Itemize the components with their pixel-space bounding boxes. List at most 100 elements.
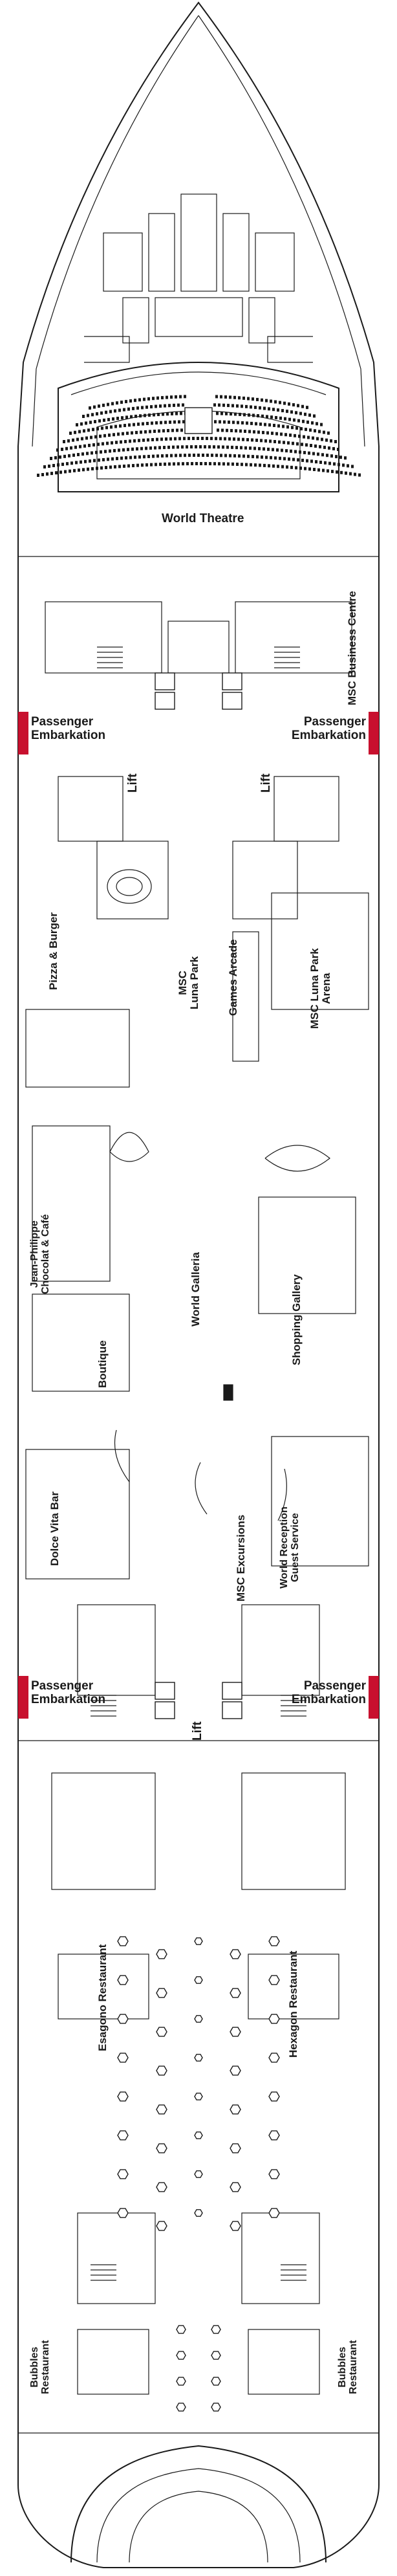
theatre-seat: [237, 421, 239, 424]
theatre-seat: [184, 454, 186, 457]
theatre-seat: [101, 426, 103, 430]
theatre-seat: [138, 398, 141, 402]
theatre-seat: [243, 413, 246, 417]
theatre-seat: [142, 438, 145, 442]
theatre-seat: [170, 454, 173, 457]
passenger-embarkation-starboard-fore: Passenger Embarkation: [292, 712, 379, 754]
theatre-seat: [290, 449, 292, 453]
theatre-seat: [238, 454, 241, 458]
theatre-seat: [295, 411, 297, 415]
theatre-seat: [308, 451, 310, 455]
theatre-seat: [220, 412, 223, 415]
theatre-seat: [231, 445, 233, 449]
theatre-seat: [102, 442, 104, 446]
theatre-seat: [174, 437, 177, 441]
dining-table: [211, 2351, 221, 2360]
theatre-seat: [74, 445, 77, 449]
theatre-seat: [173, 420, 176, 424]
theatre-seat: [74, 430, 76, 434]
theatre-seat: [103, 434, 106, 437]
theatre-seat: [299, 450, 301, 454]
dining-table: [268, 2053, 280, 2063]
theatre-seat: [236, 462, 239, 466]
theatre-seat: [298, 434, 301, 438]
theatre-seat: [239, 429, 242, 433]
theatre-seat: [86, 452, 89, 456]
theatre-seat: [98, 458, 100, 462]
dining-table: [230, 2104, 241, 2115]
theatre-seat: [166, 454, 168, 457]
dining-table: [230, 2182, 241, 2192]
theatre-seat: [227, 404, 230, 408]
theatre-seat: [116, 401, 118, 405]
dining-table: [156, 2027, 167, 2037]
theatre-seat: [253, 446, 256, 450]
theatre-seat: [292, 441, 294, 445]
theatre-seat: [113, 433, 115, 437]
theatre-seat: [252, 397, 254, 401]
theatre-seat: [164, 404, 166, 408]
dining-table: [194, 2015, 203, 2023]
theatre-seat: [140, 430, 142, 434]
dining-table: [117, 1975, 129, 1985]
theatre-seat: [217, 445, 220, 449]
theatre-seat: [317, 452, 319, 456]
theatre-seat: [281, 448, 283, 452]
msc-luna-park-label: MSC Luna Park: [177, 956, 200, 1009]
world-reception-label: World Reception Guest Service: [279, 1506, 301, 1589]
theatre-seat: [231, 404, 234, 408]
theatre-seat: [335, 455, 338, 459]
theatre-seat: [41, 473, 44, 477]
theatre-seat: [238, 396, 241, 400]
theatre-seat: [358, 473, 361, 477]
theatre-seat: [308, 467, 311, 471]
theatre-seat: [328, 461, 331, 465]
bubbles-restaurant-label-port: Bubbles Restaurant: [29, 2340, 51, 2394]
theatre-seat: [141, 406, 144, 410]
theatre-seat: [99, 434, 102, 438]
theatre-seat: [75, 461, 78, 465]
dining-table: [156, 2221, 167, 2231]
theatre-seat: [331, 470, 334, 474]
theatre-seat: [111, 402, 114, 406]
theatre-seat: [72, 438, 74, 442]
theatre-seat: [63, 454, 66, 458]
theatre-seat: [153, 430, 156, 433]
theatre-seat: [112, 417, 114, 421]
theatre-seat: [80, 422, 83, 426]
theatre-seat: [151, 437, 154, 441]
dining-table: [194, 1976, 203, 1984]
theatre-seat: [228, 437, 231, 441]
theatre-seat: [299, 467, 302, 470]
theatre-seat: [279, 456, 281, 460]
theatre-seat: [68, 454, 70, 457]
theatre-seat: [129, 456, 132, 459]
dining-table: [230, 2221, 241, 2231]
theatre-seat: [89, 406, 91, 410]
embarkation-label: Passenger Embarkation: [291, 715, 366, 742]
theatre-seat: [175, 395, 177, 399]
world-galleria-label: World Galleria: [189, 1252, 202, 1327]
theatre-seat: [254, 463, 257, 467]
embarkation-label: Passenger Embarkation: [291, 1679, 366, 1706]
theatre-seat: [132, 406, 134, 410]
theatre-seat: [275, 415, 277, 419]
theatre-seat: [147, 454, 150, 458]
theatre-seat: [241, 404, 243, 408]
theatre-seat: [164, 421, 167, 424]
theatre-seat: [305, 428, 307, 432]
theatre-seat: [114, 424, 117, 428]
theatre-seat: [155, 404, 157, 408]
theatre-seat: [107, 402, 109, 406]
theatre-seat: [46, 472, 48, 476]
theatre-seat: [183, 437, 186, 441]
theatre-seat: [197, 454, 200, 457]
theatre-seat: [236, 404, 239, 408]
theatre-seat: [166, 412, 169, 416]
theatre-seat: [113, 448, 116, 452]
theatre-seat: [297, 419, 300, 423]
hexagon-restaurant-label: Hexagon Restaurant: [287, 1950, 299, 2058]
theatre-seat: [219, 437, 222, 441]
theatre-seat: [133, 439, 136, 443]
embarkation-label: Passenger Embarkation: [31, 1679, 106, 1706]
